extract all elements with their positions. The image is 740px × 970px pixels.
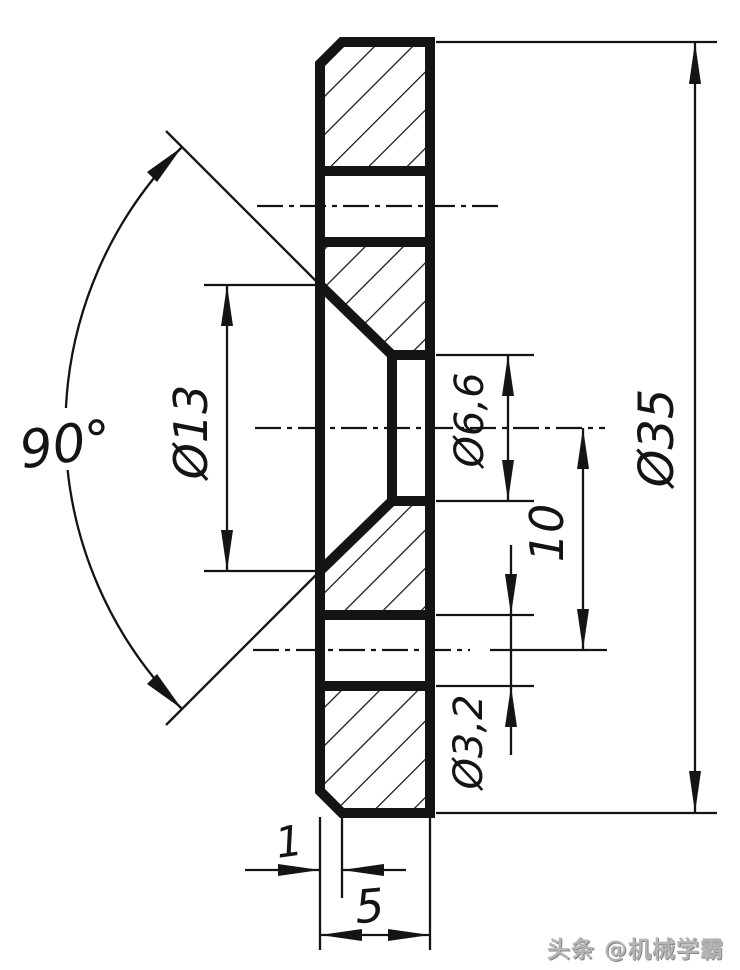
part-section-hatching [320,42,430,813]
arrow-10-down [577,609,589,650]
arrow-d66-down [502,460,514,501]
arrow-d32-up [505,686,517,727]
hatch-region-lower-mid [320,501,430,615]
arrow-5-left [320,929,362,941]
watermark: 头条 @机械学霸 [546,937,724,963]
arrow-5-right [388,929,430,941]
arrow-1-left [278,864,320,876]
countersink-upper-slope [316,281,396,359]
dimension-arrows [147,42,701,941]
hatch-region-top [320,42,430,171]
arrow-d35-down [689,771,701,813]
arrow-d32-down [505,574,517,615]
arrow-d35-up [689,42,701,84]
small-hole-diameter-label: Ø3,2 [446,694,492,791]
arrow-10-up [577,428,589,469]
hatch-region-bottom [320,686,430,813]
center-hole-diameter-label: Ø6,6 [447,372,493,469]
arrow-d13-up [221,285,233,326]
hatch-region-upper-mid [320,242,430,355]
outer-contour [315,37,435,818]
arrow-arc-top [147,147,182,182]
outer-diameter-label: Ø35 [629,389,685,490]
arrow-1-right [342,864,384,876]
angle-extension-top [165,130,323,288]
hole-offset-label: 10 [520,504,574,563]
arrow-d13-down [221,530,233,571]
countersink-diameter-label: Ø13 [164,385,218,482]
arrow-d66-up [502,355,514,396]
angle-extension-bottom [165,568,323,726]
arrow-arc-bottom [147,674,182,709]
angle-dimension-label: 90° [16,409,116,481]
countersink-lower-slope [316,497,396,575]
part-outline [315,37,435,818]
angle-label-backing [28,408,116,470]
thickness-dimension-label: 5 [353,878,387,934]
